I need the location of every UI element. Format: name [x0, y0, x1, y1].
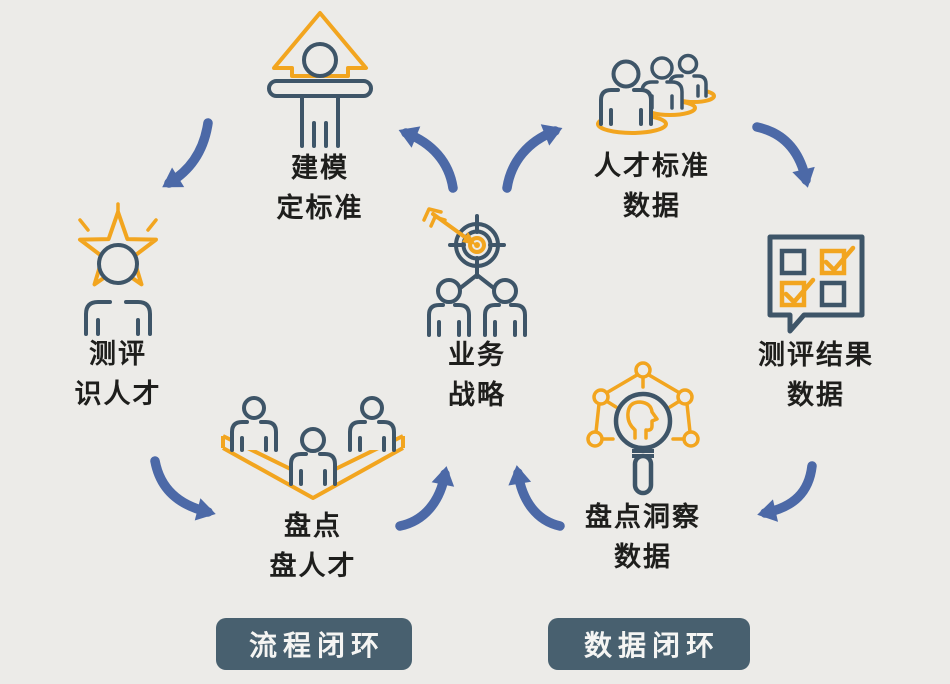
node-assessment-result: 测评结果 数据 [721, 231, 911, 415]
insight-label-line1: 盘点洞察 [585, 502, 701, 532]
network-magnifier-icon [586, 361, 700, 496]
assessment-label-line1: 测评 [89, 339, 147, 369]
node-assessment: 测评 识人才 [23, 200, 213, 414]
star-person-icon [78, 202, 158, 336]
target-dart-people-icon [422, 207, 527, 337]
people-queue-icon [596, 53, 716, 135]
data-loop-badge: 数据闭环 [548, 618, 750, 670]
assessment-label-line2: 识人才 [74, 379, 162, 409]
arrowhead [757, 499, 779, 522]
arrowhead [431, 466, 455, 487]
arrowhead [162, 167, 185, 188]
node-inventory: 盘点 盘人才 [218, 382, 408, 586]
talent-standard-label-line2: 数据 [623, 191, 681, 221]
person-up-arrow-icon [267, 11, 373, 148]
arrowhead [792, 166, 815, 188]
node-modeling: 建模 定标准 [225, 8, 415, 228]
inventory-label-line1: 盘点 [284, 511, 342, 541]
center-label-line1: 业务 [448, 340, 506, 370]
process-loop-badge: 流程闭环 [216, 618, 412, 670]
node-inventory-insight: 盘点洞察 数据 [548, 357, 738, 577]
insight-label-line2: 数据 [614, 542, 672, 572]
inventory-label-line2: 盘人才 [269, 551, 357, 581]
team-ribbon-icon [221, 396, 405, 500]
center-label-line2: 战略 [448, 380, 506, 410]
node-talent-standard: 人才标准 数据 [557, 46, 747, 226]
talent-standard-label-line1: 人才标准 [594, 151, 710, 181]
modeling-label-line1: 建模 [291, 153, 349, 183]
result-label-line1: 测评结果 [758, 340, 874, 370]
result-label-line2: 数据 [787, 380, 845, 410]
arrowhead [398, 126, 421, 148]
modeling-label-line2: 定标准 [276, 193, 364, 223]
checklist-bubble-icon [767, 234, 865, 334]
arrowhead [540, 124, 563, 146]
node-center-strategy: 业务 战略 [382, 207, 572, 415]
arrowhead [508, 465, 532, 486]
arrowhead [194, 498, 216, 521]
